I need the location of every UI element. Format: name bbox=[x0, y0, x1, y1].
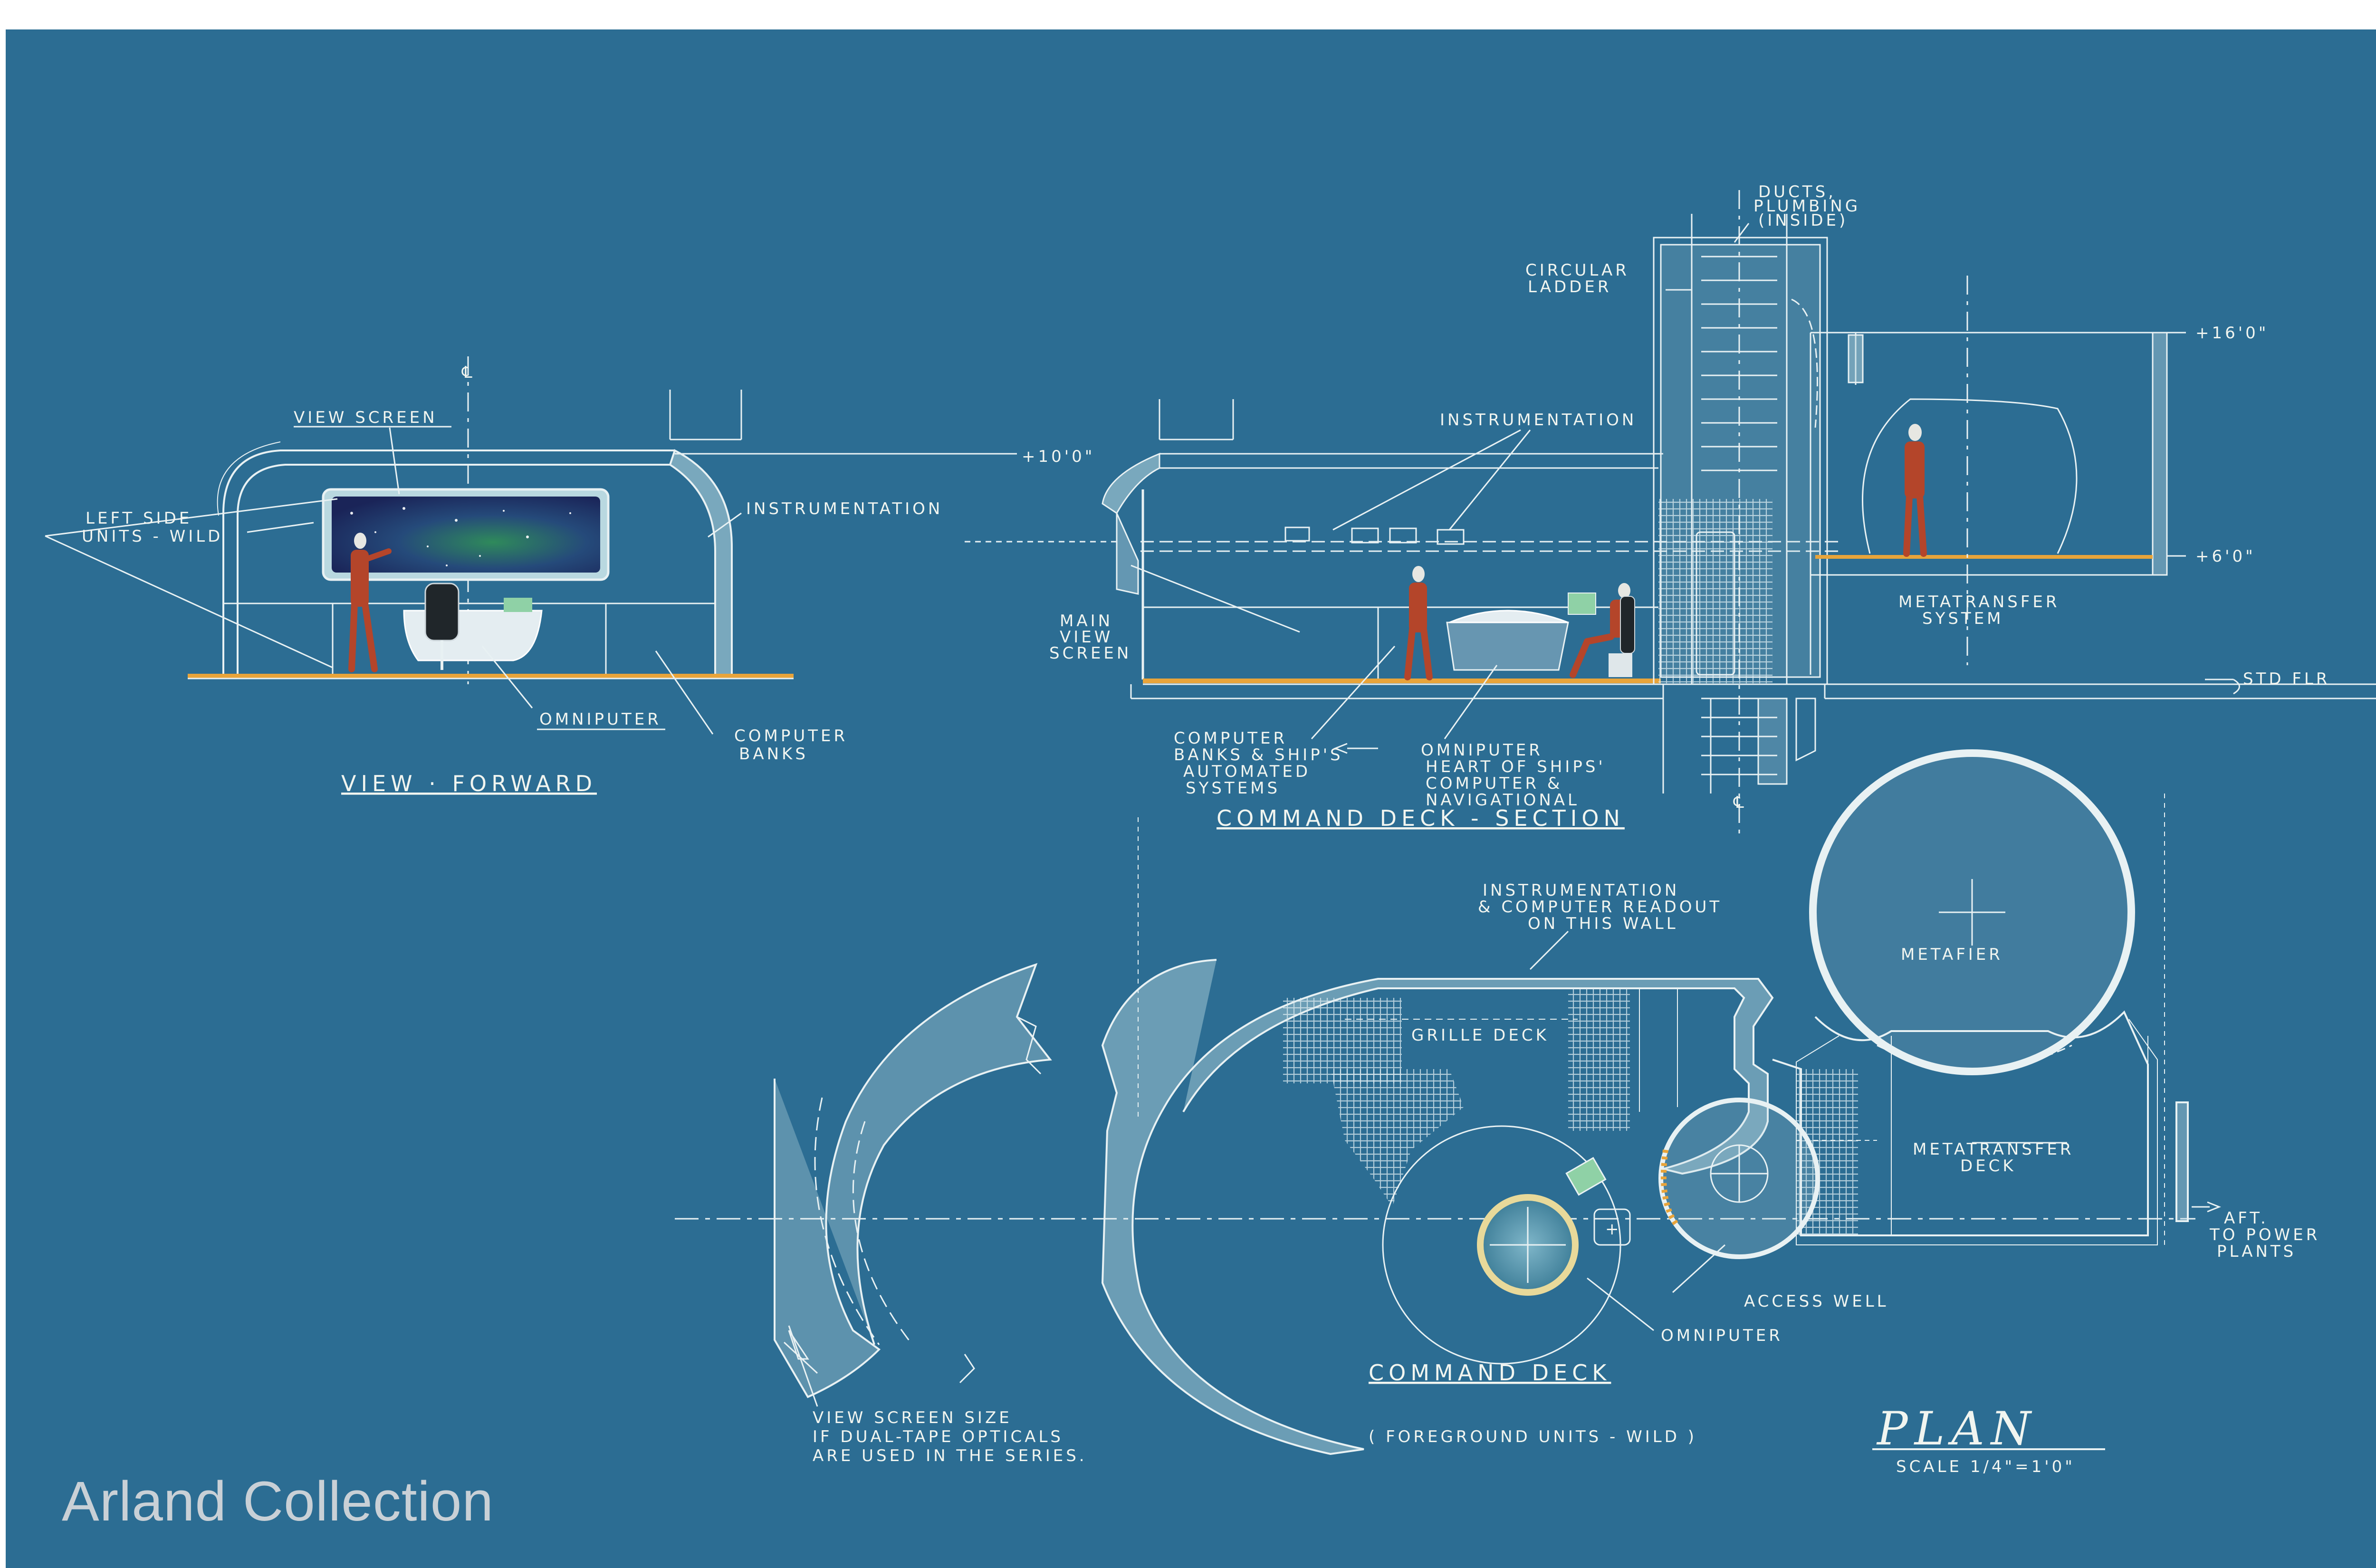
ladder-rungs bbox=[1701, 256, 1777, 775]
label-section-omni-4: NAVIGATIONAL bbox=[1426, 791, 1580, 810]
label-section-instrumentation: INSTRUMENTATION bbox=[1440, 411, 1637, 430]
label-elevation-16: +16'0" bbox=[2195, 324, 2269, 343]
label-computer-3: AUTOMATED bbox=[1183, 762, 1311, 781]
plan-plus-symbol: + bbox=[1605, 1220, 1622, 1239]
label-ducts-2: PLUMBING bbox=[1753, 197, 1860, 216]
label-metatransfer-deck-1: METATRANSFER bbox=[1913, 1140, 2074, 1159]
arland-collection-watermark: Arland Collection bbox=[62, 1470, 494, 1533]
plan-main-hull: + bbox=[675, 749, 2195, 1455]
label-aft-3: PLANTS bbox=[2217, 1242, 2296, 1261]
forward-omniputer-console bbox=[403, 583, 543, 670]
label-left-side-2: UNITS - WILD bbox=[82, 527, 223, 546]
label-section-omni-2: HEART OF SHIPS' bbox=[1426, 757, 1606, 776]
label-elevation-6: +6'0" bbox=[2195, 547, 2256, 566]
view-forward-elevation: ℄ bbox=[188, 356, 1017, 684]
label-plan-instr-2: & COMPUTER READOUT bbox=[1478, 898, 1722, 917]
label-main-view-3: SCREEN bbox=[1049, 644, 1131, 663]
metatransfer-pod bbox=[1862, 398, 2078, 554]
label-metatransfer-system-1: METATRANSFER bbox=[1898, 593, 2060, 612]
plan-grille-deck-b bbox=[1331, 1069, 1464, 1207]
plan-hull-wall bbox=[1101, 959, 1774, 1455]
view-forward-labels: VIEW SCREEN LEFT SIDE UNITS - WILD INSTR… bbox=[82, 408, 943, 796]
title-command-deck: COMMAND DECK bbox=[1369, 1360, 1611, 1386]
label-ladder-2: LADDER bbox=[1528, 277, 1611, 296]
label-ducts-3: (INSIDE) bbox=[1758, 211, 1848, 230]
plan-foreground-units bbox=[774, 963, 1052, 1398]
label-computer-banks-1: COMPUTER bbox=[734, 727, 848, 746]
label-plan-instr-3: ON THIS WALL bbox=[1528, 914, 1678, 933]
forward-floor bbox=[188, 674, 794, 679]
label-section-omni-1: OMNIPUTER bbox=[1421, 741, 1543, 760]
label-forward-omniputer: OMNIPUTER bbox=[539, 710, 661, 729]
plan-subtitle: ( FOREGROUND UNITS - WILD ) bbox=[1369, 1427, 1697, 1446]
plan-leaders bbox=[788, 930, 2222, 1407]
plan-scale-label: SCALE 1/4"=1'0" bbox=[1896, 1457, 2075, 1476]
ladder-shaft-outer bbox=[1653, 237, 1828, 685]
section-labels: INSTRUMENTATION MAIN VIEW SCREEN COMPUTE… bbox=[1022, 182, 2330, 831]
title-view-forward: VIEW · FORWARD bbox=[341, 771, 597, 796]
label-elevation-10: +10'0" bbox=[1022, 447, 1095, 466]
label-std-flr: STD FLR bbox=[2243, 669, 2330, 688]
label-plan-omniputer: OMNIPUTER bbox=[1661, 1326, 1783, 1345]
label-metatransfer-system-2: SYSTEM bbox=[1922, 609, 2004, 628]
section-floor bbox=[1143, 679, 1661, 683]
plan-labels: INSTRUMENTATION & COMPUTER READOUT ON TH… bbox=[813, 881, 2320, 1476]
plan-title-plan: PLAN bbox=[1876, 1402, 2038, 1455]
label-ducts-1: DUCTS, bbox=[1758, 182, 1836, 201]
section-grille-panel bbox=[1658, 499, 1772, 683]
section-forward-wall bbox=[1102, 452, 1160, 515]
section-leaders bbox=[1131, 223, 2240, 754]
label-metafier: METAFIER bbox=[1901, 945, 2003, 964]
label-computer-4: SYSTEMS bbox=[1186, 779, 1280, 798]
ladder-centerline-symbol: ℄ bbox=[1733, 793, 1747, 812]
label-access-well: ACCESS WELL bbox=[1744, 1292, 1889, 1311]
main-view-screen bbox=[322, 488, 610, 581]
label-left-side-1: LEFT SIDE bbox=[86, 509, 192, 528]
label-main-view-2: VIEW bbox=[1060, 628, 1113, 647]
label-metatransfer-deck-2: DECK bbox=[1960, 1157, 2016, 1176]
section-standing-figure bbox=[1404, 566, 1433, 680]
label-section-omni-3: COMPUTER & bbox=[1426, 774, 1562, 793]
section-seated-figure bbox=[1570, 583, 1635, 678]
label-computer-2: BANKS & SHIP'S bbox=[1174, 746, 1343, 765]
label-aft-1: AFT. bbox=[2224, 1209, 2269, 1228]
label-forward-instrumentation: INSTRUMENTATION bbox=[746, 499, 943, 518]
forward-crew-figure bbox=[348, 533, 392, 672]
label-view-size-3: ARE USED IN THE SERIES. bbox=[813, 1446, 1087, 1465]
label-view-size-1: VIEW SCREEN SIZE bbox=[813, 1408, 1012, 1427]
label-grille-deck: GRILLE DECK bbox=[1411, 1026, 1549, 1045]
label-plan-instr-1: INSTRUMENTATION bbox=[1483, 881, 1679, 900]
label-computer-banks-2: BANKS bbox=[739, 745, 808, 764]
section-omniputer-console bbox=[1446, 593, 1596, 671]
label-ladder-1: CIRCULAR bbox=[1525, 261, 1629, 280]
command-deck-section: ℄ bbox=[965, 190, 2376, 836]
centerline-symbol: ℄ bbox=[461, 363, 475, 382]
blueprint-background bbox=[6, 29, 2376, 1568]
plan-grille-deck-d bbox=[1796, 1069, 1858, 1235]
label-computer-1: COMPUTER bbox=[1174, 729, 1287, 748]
label-view-screen: VIEW SCREEN bbox=[294, 408, 438, 427]
label-view-size-2: IF DUAL-TAPE OPTICALS bbox=[813, 1427, 1063, 1446]
metatransfer-figure bbox=[1903, 424, 1927, 557]
label-aft-2: TO POWER bbox=[2209, 1225, 2320, 1244]
plan-grille-deck-c bbox=[1568, 988, 1630, 1131]
view-forward-leaders bbox=[45, 427, 742, 735]
label-main-view-1: MAIN bbox=[1060, 612, 1113, 631]
title-command-deck-section: COMMAND DECK - SECTION bbox=[1217, 805, 1625, 831]
